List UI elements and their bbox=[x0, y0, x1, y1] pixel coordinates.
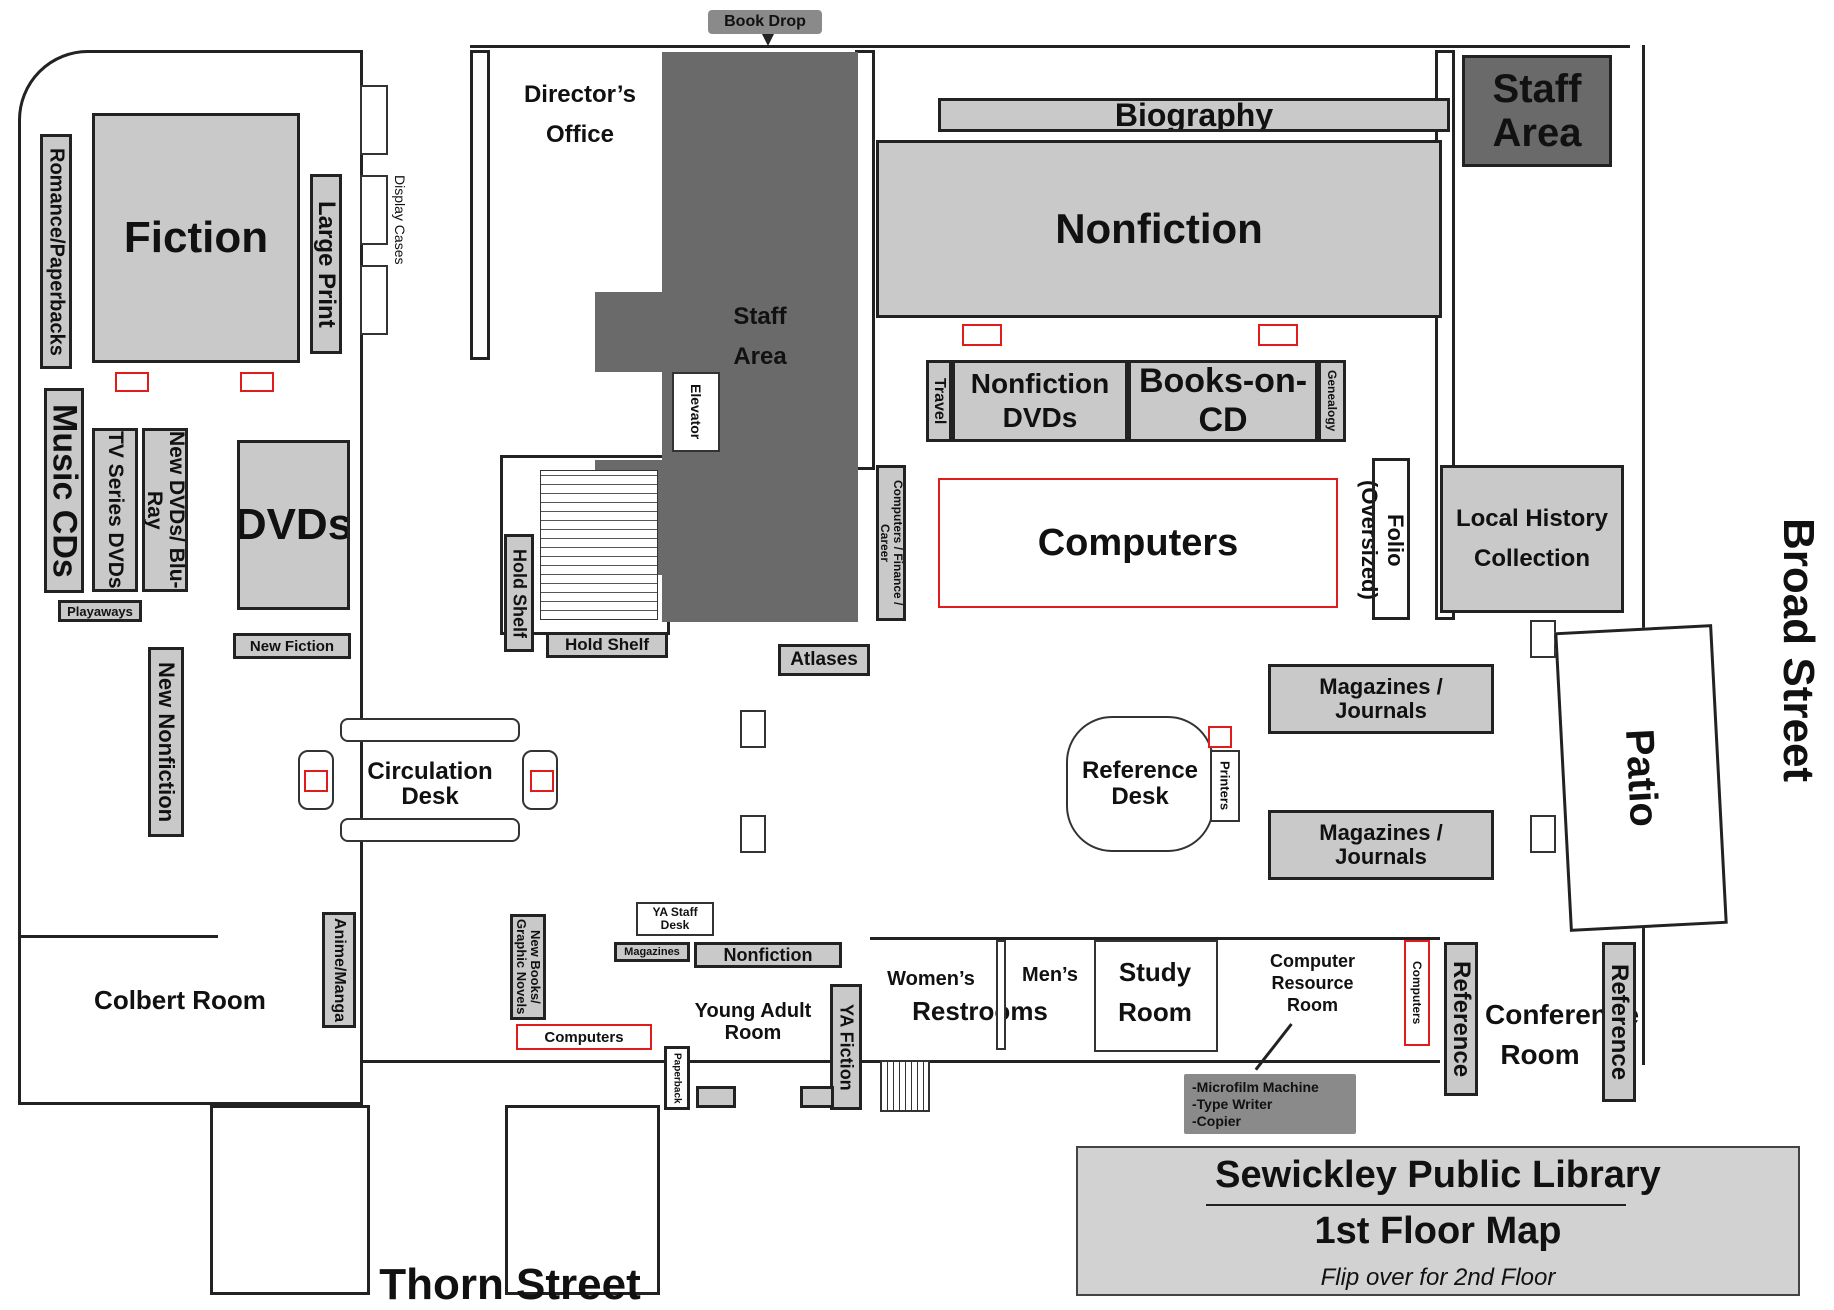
computer-station bbox=[240, 372, 274, 392]
playaways-shelf: Playaways bbox=[58, 600, 142, 622]
computer-station bbox=[115, 372, 149, 392]
printers: Printers bbox=[1210, 750, 1240, 822]
staff-area-center: Staff Area bbox=[662, 52, 858, 622]
dvds-shelf: DVDs bbox=[237, 440, 350, 610]
wall-entry-left bbox=[210, 1105, 370, 1295]
large-print-shelf: Large Print bbox=[310, 174, 342, 354]
circulation-desk-bottom bbox=[340, 818, 520, 842]
map-subtitle: 1st Floor Map bbox=[1314, 1210, 1562, 1252]
local-history-shelf: Local History Collection bbox=[1440, 465, 1624, 613]
computer-station bbox=[1258, 324, 1298, 346]
travel-shelf: Travel bbox=[926, 360, 952, 442]
restrooms-label: Restrooms bbox=[912, 995, 1048, 1026]
staff-area-center-ext bbox=[595, 292, 675, 372]
pillar bbox=[740, 815, 766, 853]
book-drop-arrow-icon bbox=[762, 34, 774, 46]
romance-paperbacks-shelf: Romance/Paperbacks bbox=[40, 134, 72, 369]
display-case bbox=[360, 175, 388, 245]
wall-entry-right bbox=[505, 1105, 660, 1295]
computer-station bbox=[530, 770, 554, 792]
wall-inner-staff-left bbox=[470, 50, 490, 360]
restroom-divider bbox=[996, 940, 1006, 1050]
stairs-bottom bbox=[880, 1060, 930, 1112]
stair-rails bbox=[540, 470, 658, 620]
ya-low-shelf bbox=[800, 1086, 834, 1108]
computers-ya: Computers bbox=[516, 1024, 652, 1050]
wall-inner-divider bbox=[855, 50, 875, 470]
wall-inner-right bbox=[1435, 50, 1455, 620]
genealogy-shelf: Genealogy bbox=[1318, 360, 1346, 442]
elevator: Elevator bbox=[672, 372, 720, 452]
display-case bbox=[360, 265, 388, 335]
staff-area-corner: Staff Area bbox=[1462, 55, 1612, 167]
wall-corridor-top bbox=[870, 930, 1440, 940]
magazines-small-shelf: Magazines bbox=[614, 942, 690, 962]
wall-outer-main bbox=[360, 45, 1645, 1065]
map-title-box: Sewickley Public Library 1st Floor Map F… bbox=[1076, 1146, 1800, 1296]
music-cds-shelf: Music CDs bbox=[44, 388, 84, 593]
nonfiction-shelf: Nonfiction bbox=[876, 140, 1442, 318]
atlases-shelf: Atlases bbox=[778, 644, 870, 676]
magazines-journals-shelf-2: Magazines / Journals bbox=[1268, 810, 1494, 880]
reference-shelf-right: Reference bbox=[1602, 942, 1636, 1102]
computers-cr: Computers bbox=[1404, 940, 1430, 1046]
wall-colbert bbox=[18, 935, 218, 1105]
new-books-graphic-novels-shelf: New Books/ Graphic Novels bbox=[510, 914, 546, 1020]
books-on-cd-shelf: Books-on-CD bbox=[1128, 360, 1318, 442]
patio: Patio bbox=[1554, 624, 1728, 932]
biography-shelf: Biography bbox=[938, 98, 1450, 132]
computer-resource-room-label: Computer Resource Room bbox=[1270, 951, 1355, 1015]
pillar bbox=[1530, 815, 1556, 853]
pillar bbox=[740, 710, 766, 748]
ya-staff-desk: YA Staff Desk bbox=[636, 902, 714, 936]
computer-resource-items: -Microfilm Machine -Type Writer -Copier bbox=[1184, 1074, 1356, 1134]
map-title: Sewickley Public Library bbox=[1215, 1154, 1661, 1196]
thorn-street-label: Thorn Street bbox=[379, 1260, 641, 1309]
computer-station bbox=[962, 324, 1002, 346]
hold-shelf-vertical: Hold Shelf bbox=[504, 534, 534, 652]
folio-shelf-block bbox=[1372, 458, 1410, 620]
nonfiction-ya-shelf: Nonfiction bbox=[694, 942, 842, 968]
book-drop-label: Book Drop bbox=[708, 10, 822, 34]
circulation-desk-label: Circulation Desk bbox=[367, 758, 493, 810]
directors-office-label: Director’s Office bbox=[523, 81, 637, 148]
fiction-shelf: Fiction bbox=[92, 113, 300, 363]
wall-top bbox=[470, 45, 1630, 55]
new-nonfiction-shelf: New Nonfiction bbox=[148, 647, 184, 837]
reference-shelf-left: Reference bbox=[1444, 942, 1478, 1096]
young-adult-room-label: Young Adult Room bbox=[694, 1000, 812, 1044]
new-dvds-bluray-shelf: New DVDs/ Blu-Ray bbox=[142, 428, 188, 592]
circulation-desk-top bbox=[340, 718, 520, 742]
study-room-walls bbox=[1094, 940, 1218, 1052]
magazines-journals-shelf-1: Magazines / Journals bbox=[1268, 664, 1494, 734]
computers-finance-shelf: Computers / Finance / Career bbox=[876, 465, 906, 621]
ya-fiction-shelf: YA Fiction bbox=[830, 984, 862, 1110]
folio-shelf: Folio (Oversized) bbox=[1350, 460, 1414, 620]
display-cases-label: Display Cases bbox=[392, 175, 408, 265]
reference-desk: Reference Desk bbox=[1066, 716, 1214, 852]
map-note: Flip over for 2nd Floor bbox=[1320, 1264, 1556, 1291]
paperback-shelf: Paperback bbox=[664, 1046, 690, 1110]
display-case bbox=[360, 85, 388, 155]
nonfiction-dvds-shelf: Nonfiction DVDs bbox=[952, 360, 1128, 442]
mens-label: Men’s bbox=[1022, 963, 1078, 986]
tv-series-dvds-shelf: TV Series DVDs bbox=[92, 428, 138, 592]
ya-low-shelf bbox=[696, 1086, 736, 1108]
computer-station bbox=[1208, 726, 1232, 748]
colbert-room-label: Colbert Room bbox=[94, 984, 266, 1015]
study-room-label: Study Room bbox=[1118, 957, 1192, 1027]
pillar bbox=[1530, 620, 1556, 658]
conference-room-label: Conference Room bbox=[1485, 999, 1640, 1070]
computer-station bbox=[304, 770, 328, 792]
broad-street-label: Broad Street bbox=[1774, 517, 1823, 783]
hold-shelf: Hold Shelf bbox=[546, 632, 668, 658]
computers-main: Computers bbox=[938, 478, 1338, 608]
title-divider bbox=[1206, 1204, 1626, 1206]
womens-label: Women’s bbox=[887, 967, 975, 990]
anime-manga-shelf: Anime/Manga bbox=[322, 912, 356, 1028]
new-fiction-shelf: New Fiction bbox=[233, 633, 351, 659]
